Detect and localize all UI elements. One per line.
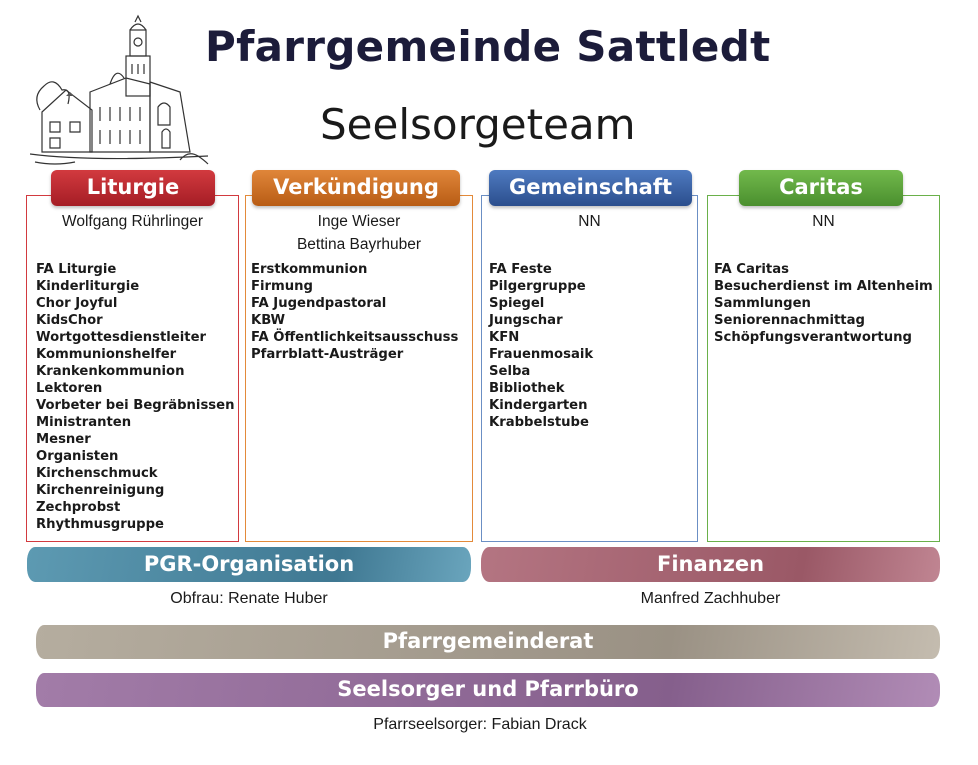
column-caritas-list: FA Caritas Besucherdienst im Altenheim S… [714, 261, 933, 346]
column-gemeinschaft-heading: Gemeinschaft [489, 170, 692, 206]
seelsorger-caption: Pfarrseelsorger: Fabian Drack [373, 716, 587, 733]
column-gemeinschaft-box [481, 195, 698, 542]
list-item: Ministranten [36, 415, 132, 430]
column-liturgie-lead: Wolfgang Rührlinger [26, 210, 239, 233]
page-subtitle: Seelsorgeteam [320, 100, 636, 149]
list-item: FA Jugendpastoral [251, 296, 387, 311]
list-item: Kirchenreinigung [36, 483, 165, 498]
list-item: Kindergarten [489, 398, 588, 413]
list-item: Selba [489, 364, 531, 379]
column-verkuendigung-heading: Verkündigung [252, 170, 460, 206]
list-item: KFN [489, 330, 520, 345]
column-caritas-box [707, 195, 940, 542]
list-item: Pilgergruppe [489, 279, 586, 294]
list-item: Besucherdienst im Altenheim [714, 279, 933, 294]
list-item: FA Caritas [714, 262, 789, 277]
pgr-organisation-caption: Obfrau: Renate Huber [170, 590, 328, 607]
list-item: Mesner [36, 432, 91, 447]
list-item: Jungschar [489, 313, 563, 328]
list-item: Bibliothek [489, 381, 565, 396]
church-sketch-icon [30, 14, 209, 165]
list-item: Kinderliturgie [36, 279, 140, 294]
finanzen-caption: Manfred Zachhuber [640, 590, 781, 607]
pfarrgemeinderat-band: Pfarrgemeinderat [36, 625, 940, 659]
finanzen-band: Finanzen [481, 547, 940, 582]
column-caritas-heading: Caritas [739, 170, 903, 206]
column-verkuendigung-lead: Inge Wieser Bettina Bayrhuber [245, 210, 473, 256]
list-item: Frauenmosaik [489, 347, 594, 362]
list-item: Erstkommunion [251, 262, 368, 277]
list-item: Wortgottesdienstleiter [36, 330, 207, 345]
list-item: Zechprobst [36, 500, 121, 515]
list-item: Chor Joyful [36, 296, 118, 311]
list-item: Kirchenschmuck [36, 466, 158, 481]
list-item: Krankenkommunion [36, 364, 185, 379]
column-verkuendigung-box [245, 195, 473, 542]
list-item: Organisten [36, 449, 119, 464]
lead-name: NN [578, 213, 601, 230]
list-item: Sammlungen [714, 296, 811, 311]
list-item: Lektoren [36, 381, 103, 396]
column-liturgie-list: FA Liturgie Kinderliturgie Chor Joyful K… [36, 261, 235, 533]
seelsorger-band: Seelsorger und Pfarrbüro [36, 673, 940, 707]
lead-name: Inge Wieser [317, 213, 401, 230]
lead-name: Wolfgang Rührlinger [61, 213, 203, 230]
lead-name: Bettina Bayrhuber [296, 236, 422, 253]
list-item: Firmung [251, 279, 313, 294]
list-item: Krabbelstube [489, 415, 589, 430]
list-item: Seniorennachmittag [714, 313, 865, 328]
list-item: Vorbeter bei Begräbnissen [36, 398, 235, 413]
list-item: Pfarrblatt-Austräger [251, 347, 404, 362]
list-item: Schöpfungsverantwortung [714, 330, 912, 345]
column-gemeinschaft-list: FA Feste Pilgergruppe Spiegel Jungschar … [489, 261, 593, 431]
column-caritas-lead: NN [707, 210, 940, 233]
list-item: Rhythmusgruppe [36, 517, 164, 532]
column-liturgie-box [26, 195, 239, 542]
list-item: Kommunionshelfer [36, 347, 177, 362]
column-liturgie-heading: Liturgie [51, 170, 215, 206]
pgr-organisation-band: PGR-Organisation [27, 547, 471, 582]
list-item: FA Öffentlichkeitsausschuss [251, 330, 459, 345]
list-item: FA Liturgie [36, 262, 117, 277]
lead-name: NN [812, 213, 835, 230]
list-item: Spiegel [489, 296, 545, 311]
list-item: KidsChor [36, 313, 103, 328]
page-title: Pfarrgemeinde Sattledt [205, 22, 771, 71]
column-verkuendigung-list: Erstkommunion Firmung FA Jugendpastoral … [251, 261, 458, 363]
list-item: FA Feste [489, 262, 552, 277]
column-gemeinschaft-lead: NN [481, 210, 698, 233]
list-item: KBW [251, 313, 286, 328]
